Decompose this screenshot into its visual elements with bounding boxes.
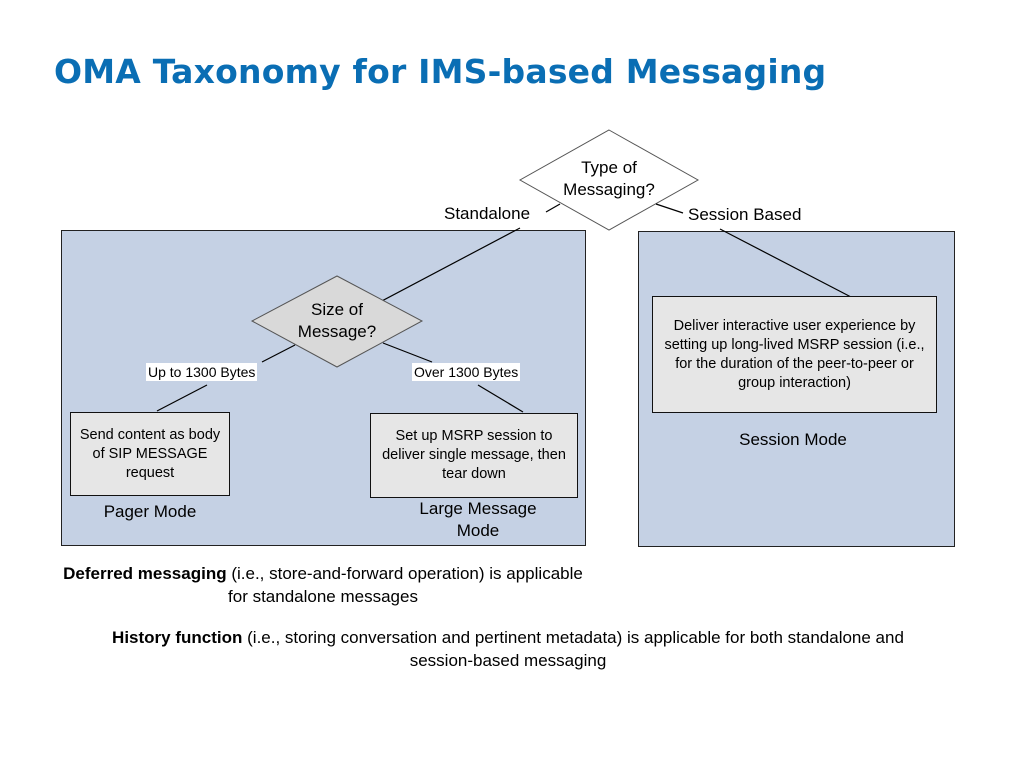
large-message-mode-label: Large Message Mode [419, 499, 537, 540]
standalone-branch-line [545, 203, 561, 213]
large-message-text: Set up MSRP session to deliver single me… [382, 428, 566, 482]
deferred-messaging-note: Deferred messaging (i.e., store-and-forw… [62, 562, 584, 608]
page-title: OMA Taxonomy for IMS-based Messaging [54, 52, 827, 91]
large-branch-line-lower [477, 384, 524, 413]
history-function-desc: (i.e., storing conversation and pertinen… [247, 628, 904, 670]
small-size-label: Up to 1300 Bytes [146, 363, 258, 381]
small-branch-line-lower [156, 384, 208, 412]
message-size-label: Size of Message? [273, 299, 401, 343]
session-based-label: Session Based [688, 205, 802, 224]
messaging-type-label: Type of Messaging? [545, 157, 673, 201]
session-mode-box: Deliver interactive user experience by s… [652, 296, 937, 413]
history-function-term: History function [112, 628, 243, 647]
large-size-label: Over 1300 Bytes [412, 363, 521, 381]
deferred-messaging-term: Deferred messaging [63, 564, 227, 583]
messaging-type-line1: Type of [581, 158, 637, 177]
message-size-line1: Size of [311, 300, 363, 319]
large-branch-line [382, 342, 433, 363]
message-size-diamond [250, 275, 424, 368]
large-message-box: Set up MSRP session to deliver single me… [370, 413, 578, 498]
deferred-messaging-desc: (i.e., store-and-forward operation) is a… [228, 564, 583, 606]
session-branch-line [655, 203, 684, 214]
message-size-line2: Message? [297, 322, 377, 341]
small-branch-line [261, 344, 296, 363]
session-mode-label: Session Mode [739, 430, 847, 449]
pager-mode-box: Send content as body of SIP MESSAGE requ… [70, 412, 230, 496]
messaging-type-diamond [518, 129, 700, 231]
messaging-type-line2: Messaging? [563, 180, 655, 199]
session-mode-text: Deliver interactive user experience by s… [664, 317, 925, 391]
session-branch-line-lower [719, 228, 852, 298]
standalone-branch-line-lower [377, 227, 521, 304]
pager-mode-text: Send content as body of SIP MESSAGE requ… [79, 426, 221, 481]
pager-mode-label: Pager Mode [103, 502, 197, 521]
history-function-note: History function (i.e., storing conversa… [90, 626, 926, 672]
standalone-label: Standalone [444, 204, 531, 223]
